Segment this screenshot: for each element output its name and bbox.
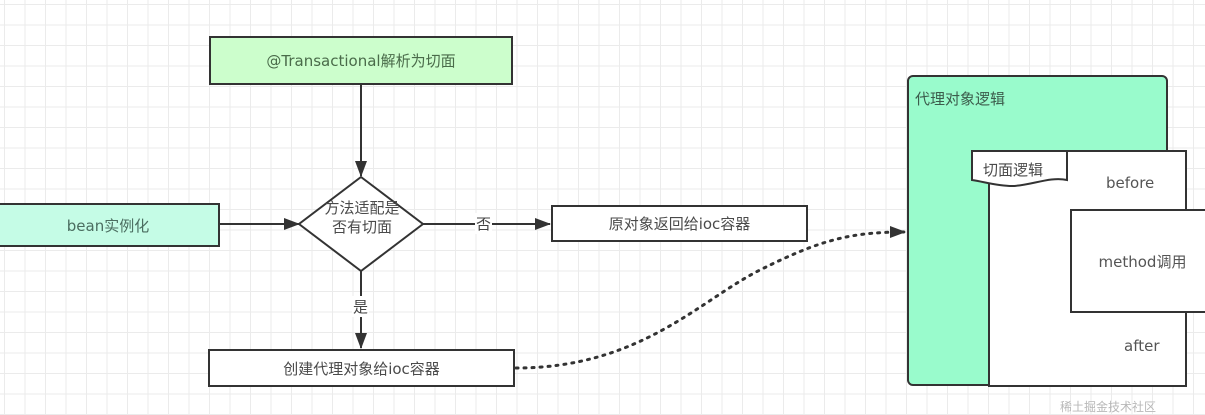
return-original-node: 原对象返回给ioc容器 <box>551 205 808 242</box>
transactional-aspect-node: @Transactional解析为切面 <box>209 36 513 85</box>
watermark: 稀土掘金技术社区 <box>1060 400 1157 414</box>
proxy-logic-title: 代理对象逻辑 <box>915 90 1006 108</box>
method-invocation-node: method调用 <box>1070 209 1205 313</box>
bean-instantiation-node: bean实例化 <box>0 203 220 247</box>
edge-create-proxy-to-proxy-logic <box>514 226 907 370</box>
decision-label-line2: 否有切面 <box>331 218 392 236</box>
before-label: before <box>1106 174 1155 192</box>
edge-label-yes: 是 <box>352 296 370 317</box>
method-invocation-label: method调用 <box>1098 252 1187 271</box>
after-label: after <box>1124 337 1160 355</box>
aspect-logic-tag: 切面逻辑 <box>983 161 1044 179</box>
return-original-label: 原对象返回给ioc容器 <box>608 215 751 233</box>
create-proxy-label: 创建代理对象给ioc容器 <box>283 359 440 378</box>
decision-label-line1: 方法适配是 <box>324 199 400 217</box>
transactional-aspect-label: @Transactional解析为切面 <box>266 52 456 70</box>
edge-label-no: 否 <box>475 213 493 234</box>
create-proxy-node: 创建代理对象给ioc容器 <box>208 349 515 387</box>
decision-label: 方法适配是 否有切面 <box>300 199 424 237</box>
bean-instantiation-label: bean实例化 <box>66 216 150 235</box>
